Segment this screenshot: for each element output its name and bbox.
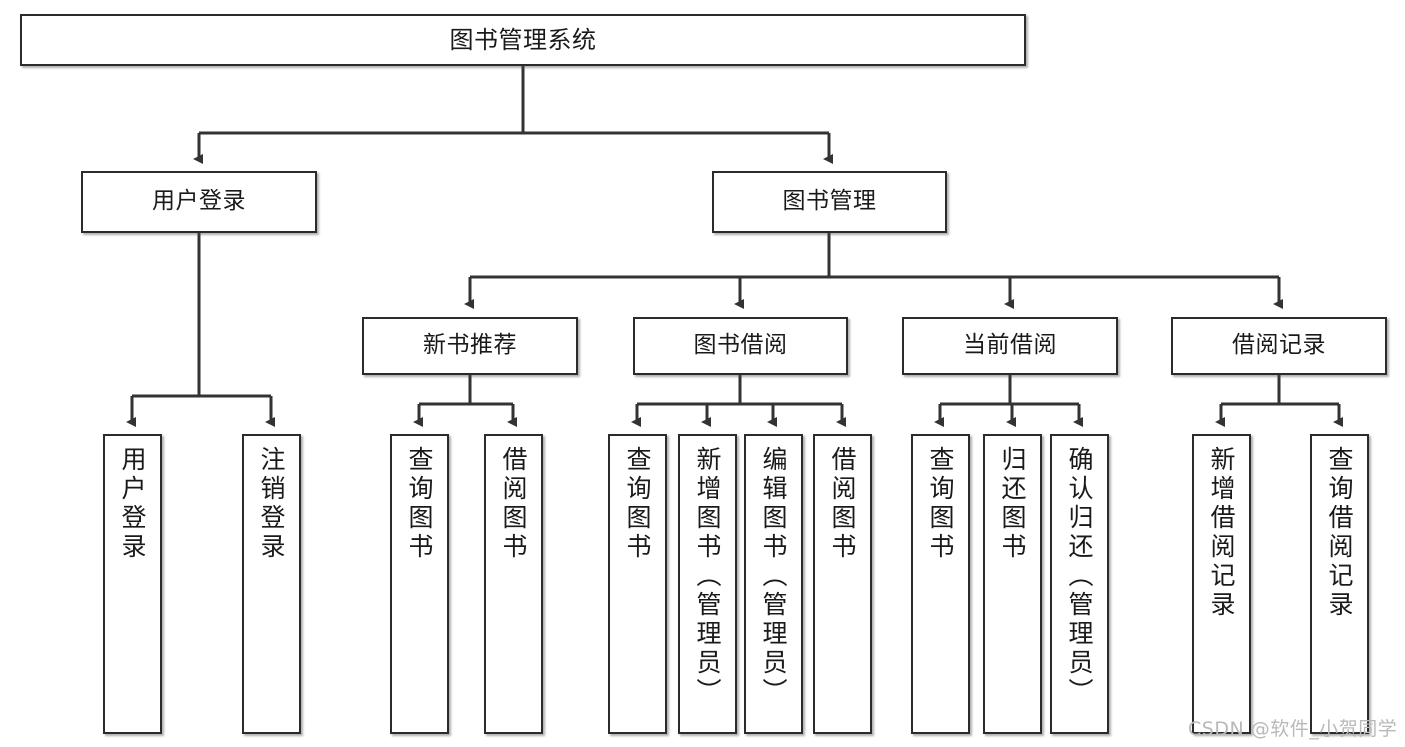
node-label: 查询图书	[405, 446, 434, 562]
node-leaf-borrow-books-recommend[interactable]: 借阅图书	[484, 434, 543, 734]
node-leaf-add-borrow-record[interactable]: 新增借阅记录	[1192, 434, 1251, 734]
node-label: 查询图书	[926, 446, 955, 562]
node-label: 用户登录	[152, 188, 246, 215]
node-label: 查询图书	[623, 446, 652, 562]
node-label: 用户登录	[118, 446, 147, 562]
node-leaf-user-login[interactable]: 用户登录	[103, 434, 162, 734]
node-label: 借阅记录	[1232, 332, 1326, 359]
node-label: 借阅图书	[828, 446, 857, 562]
node-leaf-logout[interactable]: 注销登录	[242, 434, 301, 734]
node-leaf-query-books-recommend[interactable]: 查询图书	[390, 434, 449, 734]
node-leaf-borrow-book[interactable]: 借阅图书	[813, 434, 872, 734]
node-label: 图书管理	[782, 188, 877, 215]
node-leaf-confirm-return-admin[interactable]: 确认归还（管理员）	[1050, 434, 1109, 734]
node-level2-borrow-records[interactable]: 借阅记录	[1171, 317, 1387, 375]
node-leaf-edit-book-admin[interactable]: 编辑图书（管理员）	[744, 434, 803, 734]
node-label: 当前借阅	[963, 332, 1057, 359]
node-leaf-return-book[interactable]: 归还图书	[983, 434, 1042, 734]
node-label: 归还图书	[998, 446, 1027, 562]
node-level1-book-management[interactable]: 图书管理	[712, 171, 947, 233]
node-root-system[interactable]: 图书管理系统	[20, 14, 1026, 66]
node-level2-current-borrow[interactable]: 当前借阅	[902, 317, 1118, 375]
node-level1-user-login[interactable]: 用户登录	[81, 171, 317, 233]
node-label: 图书借阅	[693, 332, 788, 359]
node-level2-new-book-recommend[interactable]: 新书推荐	[362, 317, 578, 375]
node-label: 查询借阅记录	[1325, 446, 1354, 620]
node-leaf-query-borrow-record[interactable]: 查询借阅记录	[1310, 434, 1369, 734]
node-label: 注销登录	[257, 446, 286, 562]
node-label: 编辑图书（管理员）	[759, 446, 788, 707]
node-label: 借阅图书	[499, 446, 528, 562]
node-leaf-query-books-borrow[interactable]: 查询图书	[608, 434, 667, 734]
node-label: 确认归还（管理员）	[1065, 446, 1094, 707]
node-leaf-add-book-admin[interactable]: 新增图书（管理员）	[678, 434, 737, 734]
node-label: 新增借阅记录	[1207, 446, 1236, 620]
node-level2-book-borrow[interactable]: 图书借阅	[633, 317, 848, 375]
node-leaf-query-books-current[interactable]: 查询图书	[911, 434, 970, 734]
node-label: 新书推荐	[423, 332, 517, 359]
node-label: 图书管理系统	[449, 25, 597, 54]
watermark-text: CSDN @软件_小贺同学	[1188, 718, 1398, 740]
node-label: 新增图书（管理员）	[693, 446, 722, 707]
